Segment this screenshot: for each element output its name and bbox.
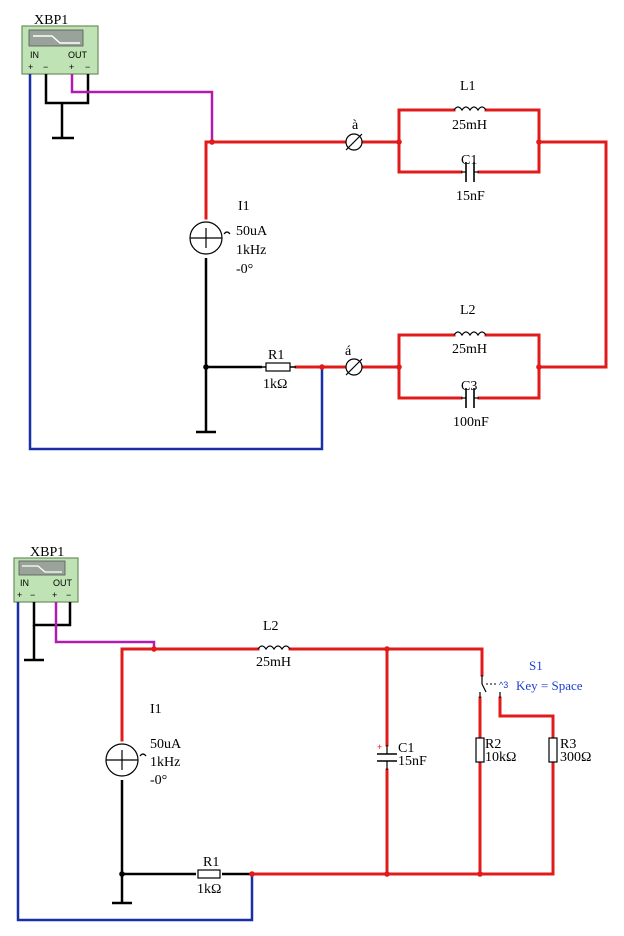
bode-plotter-2-curve-icon bbox=[22, 565, 62, 573]
capacitor-c3-value: 100nF bbox=[453, 415, 489, 430]
current-source-1-phase: -0° bbox=[236, 262, 253, 277]
wire-bottom-2 bbox=[250, 760, 555, 876]
bode-plotter-1-in-label: IN bbox=[30, 50, 39, 60]
capacitor-c1-circuit2-name: C1 bbox=[398, 741, 414, 756]
bode-plotter-1-terminal-out-plus: + bbox=[69, 62, 74, 72]
resistor-r1-circuit2-value: 1kΩ bbox=[197, 882, 221, 897]
resistor-r3[interactable]: R3 300Ω bbox=[548, 737, 591, 765]
plotter-1-ground bbox=[44, 74, 90, 140]
probe-top[interactable]: à bbox=[345, 118, 363, 151]
bode-plotter-1-terminal-in-minus: − bbox=[43, 62, 48, 72]
inductor-l2-circuit2-value: 25mH bbox=[256, 655, 291, 670]
resistor-r2-value: 10kΩ bbox=[485, 750, 516, 765]
current-source-1-amplitude: 50uA bbox=[236, 224, 268, 239]
switch-s1-key: Key = Space bbox=[516, 678, 583, 693]
wire-plotter-out-1 bbox=[70, 74, 214, 142]
capacitor-c1-circuit1[interactable]: C1 15nF bbox=[456, 153, 485, 204]
wire-source-bottom-1 bbox=[204, 258, 262, 369]
circuit-1: XBP1 IN OUT + − + − bbox=[21, 13, 608, 451]
wire-plotter-in-1 bbox=[28, 74, 324, 451]
capacitor-c1-circuit1-name: C1 bbox=[461, 153, 477, 168]
resistor-r1-circuit1[interactable]: R1 1kΩ bbox=[262, 348, 296, 392]
capacitor-c1-circuit2[interactable]: + C1 15nF bbox=[377, 741, 427, 770]
capacitor-c3-name: C3 bbox=[461, 379, 477, 394]
inductor-l1-value: 25mH bbox=[452, 118, 487, 133]
resistor-r1-circuit2[interactable]: R1 1kΩ bbox=[197, 855, 221, 897]
switch-s1-name: S1 bbox=[529, 658, 543, 673]
switch-s1[interactable]: ^3 S1 Key = Space bbox=[479, 658, 583, 698]
current-source-1-name: I1 bbox=[238, 199, 250, 214]
current-source-2-amplitude: 50uA bbox=[150, 737, 182, 752]
switch-key-arrow-icon: ^3 bbox=[499, 680, 508, 690]
resistor-r1-circuit2-name: R1 bbox=[203, 855, 219, 870]
current-source-2-name: I1 bbox=[150, 702, 162, 717]
resistor-r1-circuit1-value: 1kΩ bbox=[263, 377, 287, 392]
bode-plotter-1-terminal-out-minus: − bbox=[85, 62, 90, 72]
ac-symbol-icon bbox=[223, 231, 231, 235]
wire-plotter-out-2 bbox=[54, 602, 156, 649]
bode-plotter-2-in-label: IN bbox=[20, 578, 29, 588]
inductor-l2-circuit1[interactable]: L2 25mH bbox=[452, 303, 487, 357]
wire-right-1 bbox=[537, 140, 608, 369]
ac-symbol-icon-2 bbox=[139, 753, 147, 757]
probe-top-label: à bbox=[352, 118, 359, 133]
probe-bottom[interactable]: á bbox=[345, 344, 363, 376]
current-source-1-frequency: 1kHz bbox=[236, 243, 266, 258]
bode-plotter-1[interactable]: XBP1 IN OUT + − + − bbox=[21, 13, 99, 75]
current-source-2[interactable]: I1 50uA 1kHz -0° bbox=[105, 702, 182, 788]
bode-plotter-2-screen bbox=[18, 560, 66, 576]
resistor-r3-name: R3 bbox=[560, 737, 576, 752]
inductor-l2-circuit2[interactable]: L2 25mH bbox=[256, 619, 291, 670]
bode-plotter-2-terminal-in-minus: − bbox=[30, 590, 35, 600]
bode-plotter-2[interactable]: XBP1 IN OUT + − + − bbox=[13, 545, 79, 603]
wire-top-left-1 bbox=[204, 140, 401, 220]
wire-r3-top bbox=[498, 696, 555, 740]
resistor-r2-name: R2 bbox=[485, 737, 501, 752]
bode-plotter-1-name: XBP1 bbox=[34, 13, 68, 28]
probe-bottom-label: á bbox=[345, 344, 352, 359]
current-source-2-phase: -0° bbox=[150, 773, 167, 788]
capacitor-c1-circuit1-value: 15nF bbox=[456, 189, 485, 204]
wire-source-bottom-2 bbox=[120, 780, 196, 876]
plotter-2-ground bbox=[24, 602, 72, 662]
resistor-r3-value: 300Ω bbox=[560, 750, 591, 765]
resistor-r2[interactable]: R2 10kΩ bbox=[475, 737, 516, 765]
bode-plotter-1-curve-icon bbox=[33, 35, 80, 44]
current-source-1[interactable]: I1 50uA 1kHz -0° bbox=[189, 199, 268, 277]
wire-top-left-2 bbox=[120, 647, 260, 742]
wire-plotter-in-2 bbox=[16, 602, 254, 922]
inductor-l2-circuit1-value: 25mH bbox=[452, 342, 487, 357]
bode-plotter-2-terminal-in-plus: + bbox=[17, 590, 22, 600]
capacitor-polarity-plus-icon: + bbox=[377, 742, 382, 752]
bode-plotter-1-screen bbox=[28, 29, 84, 47]
inductor-l2-circuit2-name: L2 bbox=[263, 619, 279, 634]
bode-plotter-2-name: XBP1 bbox=[30, 545, 64, 560]
bode-plotter-1-terminal-in-plus: + bbox=[28, 62, 33, 72]
resistor-r1-circuit1-name: R1 bbox=[268, 348, 284, 363]
circuit-2: XBP1 IN OUT + − + − bbox=[13, 545, 591, 922]
capacitor-c1-circuit2-value: 15nF bbox=[398, 754, 427, 769]
bode-plotter-2-terminal-out-minus: − bbox=[66, 590, 71, 600]
bode-plotter-1-out-label: OUT bbox=[68, 50, 88, 60]
capacitor-c3[interactable]: C3 100nF bbox=[453, 379, 489, 430]
current-source-2-frequency: 1kHz bbox=[150, 755, 180, 770]
inductor-l1[interactable]: L1 25mH bbox=[452, 79, 487, 133]
inductor-l1-name: L1 bbox=[460, 79, 476, 94]
bode-plotter-2-out-label: OUT bbox=[53, 578, 73, 588]
inductor-l2-circuit1-name: L2 bbox=[460, 303, 476, 318]
bode-plotter-2-terminal-out-plus: + bbox=[52, 590, 57, 600]
